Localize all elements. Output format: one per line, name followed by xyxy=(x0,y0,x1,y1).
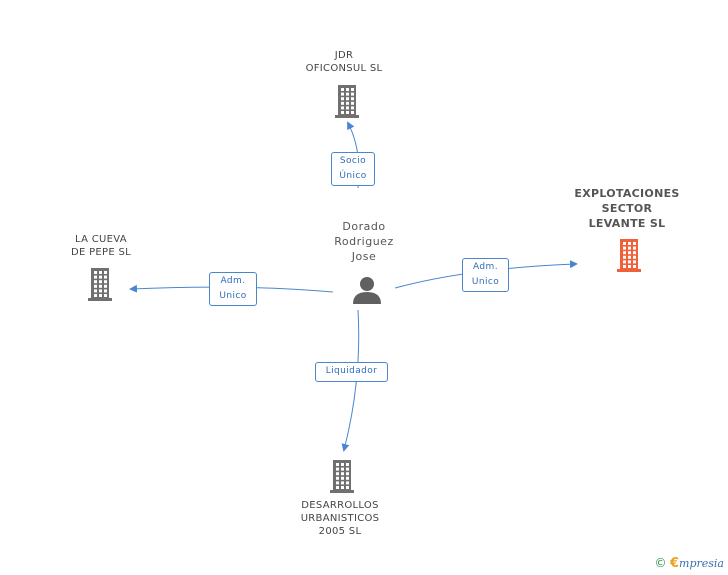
person-icon[interactable] xyxy=(353,277,381,304)
building-icon[interactable] xyxy=(88,268,112,301)
person-name[interactable]: Dorado Rodriguez Jose xyxy=(334,220,394,263)
building-icon[interactable] xyxy=(617,239,641,272)
building-icon[interactable] xyxy=(330,460,354,493)
brand-footer: © €mpresia xyxy=(654,556,724,571)
brand-initial: € xyxy=(669,556,680,571)
company-name-la-cueva-de-pepe[interactable]: LA CUEVA DE PEPE SL xyxy=(71,234,131,258)
company-name-explotaciones-sector-levante[interactable]: EXPLOTACIONES SECTOR LEVANTE SL xyxy=(574,187,680,230)
building-icon[interactable] xyxy=(335,85,359,118)
company-name-desarrollos-urbanisticos[interactable]: DESARROLLOS URBANISTICOS 2005 SL xyxy=(300,500,380,537)
relation-label-adm-unico-cueva[interactable]: Adm. Unico xyxy=(209,272,257,306)
copyright-icon: © xyxy=(654,556,667,570)
brand-name: mpresia xyxy=(679,557,724,570)
relation-label-socio-unico[interactable]: Socio Único xyxy=(331,152,375,186)
company-name-jdr-oficonsul[interactable]: JDR OFICONSUL SL xyxy=(305,50,383,74)
relation-label-adm-unico-explotaciones[interactable]: Adm. Unico xyxy=(462,258,509,292)
relation-label-liquidador[interactable]: Liquidador xyxy=(315,362,388,382)
